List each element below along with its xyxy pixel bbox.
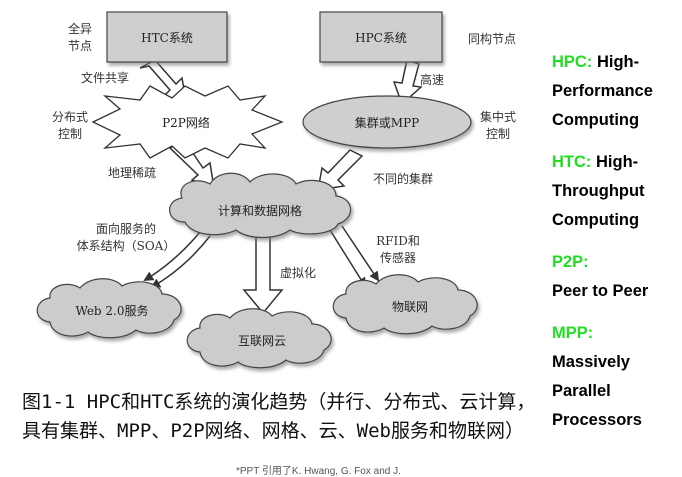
legend-hpc-line-1: HPC: High- bbox=[552, 48, 682, 77]
legend-hpc-abbr: HPC: bbox=[552, 53, 593, 71]
label-rfid-1: RFID和 bbox=[376, 234, 420, 248]
htc-system-label: HTC系统 bbox=[141, 31, 193, 45]
label-centralized-1: 集中式 bbox=[480, 109, 516, 124]
legend-mpp-abbr: MPP: bbox=[552, 324, 594, 342]
label-soa-1: 面向服务的 bbox=[96, 221, 156, 236]
legend-p2p: P2P: Peer to Peer bbox=[552, 248, 682, 306]
cluster-mpp-ellipse: 集群或MPP bbox=[302, 95, 472, 149]
arrow-hpc-to-cluster bbox=[392, 59, 423, 106]
grid-label: 计算和数据网格 bbox=[218, 203, 302, 218]
label-file-sharing: 文件共享 bbox=[81, 70, 129, 85]
figure-caption: 图1-1 HPC和HTC系统的演化趋势（并行、分布式、云计算，具有集群、MPP、… bbox=[22, 391, 536, 442]
label-homogeneous: 同构节点 bbox=[468, 31, 516, 46]
internet-cloud: 互联网云 bbox=[186, 308, 332, 369]
htc-system-box: HTC系统 bbox=[106, 11, 228, 63]
label-rfid-2: 传感器 bbox=[380, 250, 416, 265]
hpc-system-box: HPC系统 bbox=[319, 11, 443, 63]
legend-mpp: MPP: Massively Parallel Processors bbox=[552, 319, 682, 435]
evolution-diagram: HTC系统 HPC系统 P2P网络 集群或MPP 计算和数据网格 Web 2.0… bbox=[36, 11, 516, 369]
web2-cloud: Web 2.0服务 bbox=[36, 278, 182, 339]
arrow-grid-to-web bbox=[143, 231, 211, 288]
grid-cloud: 计算和数据网格 bbox=[169, 172, 352, 239]
label-geo-sparse: 地理稀疏 bbox=[108, 165, 156, 180]
legend-hpc-text-2: Performance bbox=[552, 82, 653, 100]
legend: HPC: High- Performance Computing HTC: Hi… bbox=[552, 48, 682, 448]
web2-label: Web 2.0服务 bbox=[75, 303, 148, 318]
legend-htc-text-3: Computing bbox=[552, 211, 640, 229]
arrow-grid-to-iot bbox=[329, 225, 380, 288]
legend-p2p-abbr: P2P: bbox=[552, 253, 589, 271]
cluster-mpp-label: 集群或MPP bbox=[355, 115, 419, 130]
label-high-speed: 高速 bbox=[420, 72, 444, 87]
legend-mpp-text-3: Processors bbox=[552, 411, 642, 429]
legend-htc: HTC: High- Throughput Computing bbox=[552, 148, 682, 235]
legend-htc-abbr: HTC: bbox=[552, 153, 592, 171]
footnote: *PPT 引用了K. Hwang, G. Fox and J. bbox=[236, 466, 401, 477]
label-distributed-2: 控制 bbox=[58, 127, 82, 141]
label-centralized-2: 控制 bbox=[486, 127, 510, 141]
label-diff-clusters: 不同的集群 bbox=[373, 171, 433, 186]
legend-htc-text-1: High- bbox=[596, 153, 639, 171]
legend-hpc-text-1: High- bbox=[596, 53, 640, 71]
legend-hpc-text-3: Computing bbox=[552, 111, 640, 129]
p2p-network-label: P2P网络 bbox=[162, 115, 210, 130]
iot-label: 物联网 bbox=[392, 300, 428, 314]
legend-htc-line-1: HTC: High- bbox=[552, 148, 682, 177]
iot-cloud: 物联网 bbox=[332, 274, 478, 335]
arrow-grid-to-cloud bbox=[242, 231, 284, 315]
legend-p2p-text-1: Peer to Peer bbox=[552, 282, 649, 300]
label-distributed-1: 分布式 bbox=[52, 110, 88, 124]
label-virtualization: 虚拟化 bbox=[280, 266, 316, 280]
hpc-system-label: HPC系统 bbox=[355, 31, 407, 45]
label-heterogeneous-1: 全异 bbox=[68, 21, 92, 36]
legend-htc-text-2: Throughput bbox=[552, 182, 645, 200]
legend-mpp-text-2: Parallel bbox=[552, 382, 611, 400]
legend-mpp-text-1: Massively bbox=[552, 353, 630, 371]
internet-cloud-label: 互联网云 bbox=[238, 334, 286, 348]
legend-hpc: HPC: High- Performance Computing bbox=[552, 48, 682, 135]
label-soa-2: 体系结构（SOA） bbox=[77, 238, 176, 253]
p2p-network-burst: P2P网络 bbox=[91, 85, 284, 159]
label-heterogeneous-2: 节点 bbox=[68, 39, 92, 53]
